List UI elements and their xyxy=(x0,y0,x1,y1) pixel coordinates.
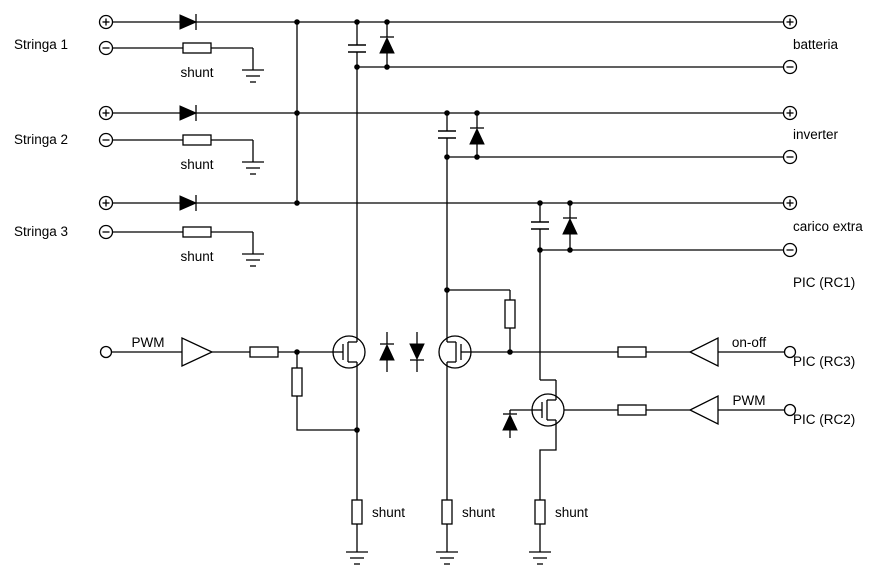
clamp-diode-up xyxy=(379,343,395,361)
string-1-input: Stringa 1 shunt xyxy=(14,13,784,83)
mosfet-1-branch: shunt xyxy=(332,67,405,565)
string-2-ground-symbol xyxy=(241,161,265,175)
pic-rc3-label: PIC (RC3) xyxy=(793,354,855,369)
on-off-stage: on-off PIC (RC3) xyxy=(471,335,855,369)
gate-resistor-1 xyxy=(249,346,279,358)
inverter-clamp-diode xyxy=(469,127,485,145)
pic-rc1-annotation: PIC (RC1) xyxy=(793,275,855,290)
inverter-output: inverter xyxy=(438,105,839,165)
string-3-series-diode xyxy=(179,194,197,212)
bottom-ground-1-symbol xyxy=(345,551,369,565)
inverter-negative-terminal xyxy=(782,149,798,165)
battery-positive-terminal xyxy=(782,14,798,30)
mosfet-2-branch: shunt xyxy=(435,157,516,565)
battery-negative-terminal xyxy=(782,59,798,75)
inverter-positive-terminal xyxy=(782,105,798,121)
extra-load-positive-terminal xyxy=(782,195,798,211)
string-1-label: Stringa 1 xyxy=(14,37,68,52)
string-1-shunt-resistor xyxy=(182,42,212,54)
pwm-buffer xyxy=(181,337,213,367)
pwm-rc2-buffer xyxy=(689,395,719,425)
string-3-negative-terminal xyxy=(98,224,114,240)
mosfet-1 xyxy=(332,333,366,371)
gate-pulldown-resistor-1 xyxy=(291,367,303,397)
string-3-shunt-resistor xyxy=(182,226,212,238)
bottom-shunt-3-resistor xyxy=(534,499,546,525)
pwm-left-label: PWM xyxy=(132,335,165,350)
string-3-input: Stringa 3 shunt xyxy=(14,194,784,267)
extra-load-clamp-diode xyxy=(562,217,578,235)
extra-load-label: carico extra xyxy=(793,219,863,234)
pic-rc1-label: PIC (RC1) xyxy=(793,275,855,290)
bottom-shunt-2-label: shunt xyxy=(462,505,495,520)
on-off-label: on-off xyxy=(732,335,767,350)
clamp-diode-down xyxy=(409,343,425,361)
string-3-shunt-label: shunt xyxy=(180,249,213,264)
pwm-rc2-stage: PWM PIC (RC2) xyxy=(564,393,855,427)
string-1-positive-terminal xyxy=(98,14,114,30)
gate-resistor-2 xyxy=(617,346,647,358)
string-2-input: Stringa 2 shunt xyxy=(14,104,784,175)
string-2-negative-terminal xyxy=(98,132,114,148)
battery-label: batteria xyxy=(793,37,839,52)
extra-load-negative-terminal xyxy=(782,242,798,258)
string-1-negative-terminal xyxy=(98,40,114,56)
pic-rc2-label: PIC (RC2) xyxy=(793,412,855,427)
string-2-shunt-resistor xyxy=(182,134,212,146)
mosfet-3-branch: shunt xyxy=(502,250,588,565)
mosfet-3 xyxy=(531,391,565,429)
extra-load-output: carico extra xyxy=(531,195,863,258)
string-1-series-diode xyxy=(179,13,197,31)
string-3-label: Stringa 3 xyxy=(14,224,68,239)
string-2-label: Stringa 2 xyxy=(14,132,68,147)
battery-clamp-diode xyxy=(379,36,395,54)
gate-clamp-diode-3 xyxy=(502,413,518,431)
gate-pull-resistor-2 xyxy=(504,299,516,329)
string-3-positive-terminal xyxy=(98,195,114,211)
string-1-shunt-label: shunt xyxy=(180,65,213,80)
pwm-input-stage: PWM xyxy=(99,335,357,431)
string-2-series-diode xyxy=(179,104,197,122)
inverter-label: inverter xyxy=(793,127,839,142)
pwm-input-terminal xyxy=(99,345,113,359)
battery-output: batteria xyxy=(348,14,839,75)
on-off-buffer xyxy=(689,337,719,367)
mosfet-2 xyxy=(438,333,472,371)
string-2-positive-terminal xyxy=(98,105,114,121)
string-2-shunt-label: shunt xyxy=(180,157,213,172)
bottom-shunt-2-resistor xyxy=(441,499,453,525)
gate-resistor-3 xyxy=(617,404,647,416)
bottom-shunt-1-label: shunt xyxy=(372,505,405,520)
junction-dots xyxy=(294,19,573,433)
clamp-diode-pair xyxy=(379,332,425,372)
string-3-ground-symbol xyxy=(241,253,265,267)
bottom-shunt-3-label: shunt xyxy=(555,505,588,520)
bottom-shunt-1-resistor xyxy=(351,499,363,525)
bottom-ground-3-symbol xyxy=(528,551,552,565)
pwm-right-label: PWM xyxy=(733,393,766,408)
bottom-ground-2-symbol xyxy=(435,551,459,565)
string-1-ground-symbol xyxy=(241,69,265,83)
